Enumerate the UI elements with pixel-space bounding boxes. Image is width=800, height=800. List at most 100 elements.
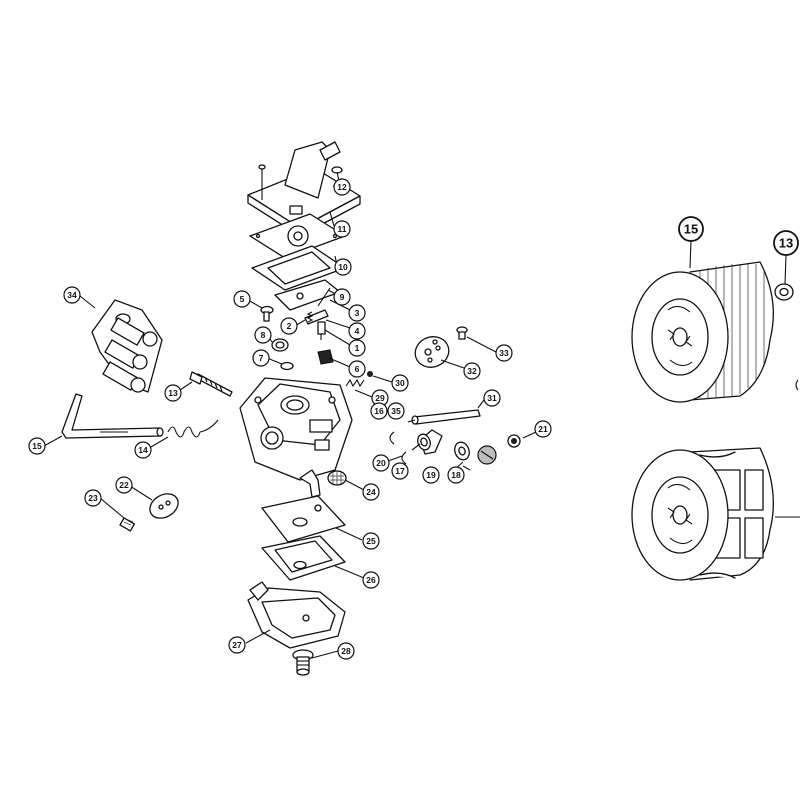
callout-2: 2 bbox=[280, 317, 298, 335]
svg-text:32: 32 bbox=[467, 366, 477, 376]
svg-text:5: 5 bbox=[240, 294, 245, 304]
callout-15-large: 15 bbox=[678, 216, 704, 242]
svg-text:24: 24 bbox=[366, 487, 376, 497]
svg-text:21: 21 bbox=[538, 424, 548, 434]
svg-text:22: 22 bbox=[119, 480, 129, 490]
part-20-clip bbox=[401, 451, 407, 465]
part-14-spring bbox=[167, 419, 219, 438]
callout-33: 33 bbox=[495, 344, 513, 362]
part-33-screw bbox=[456, 326, 468, 340]
callout-9: 9 bbox=[333, 288, 351, 306]
svg-text:31: 31 bbox=[487, 393, 497, 403]
part-32-plate bbox=[414, 336, 450, 368]
svg-text:15: 15 bbox=[684, 222, 698, 237]
callout-1: 1 bbox=[348, 339, 366, 357]
callout-34: 34 bbox=[63, 286, 81, 304]
svg-text:33: 33 bbox=[499, 348, 509, 358]
callout-4: 4 bbox=[348, 322, 366, 340]
part-23-screw bbox=[119, 517, 136, 532]
callout-25: 25 bbox=[362, 532, 380, 550]
svg-text:23: 23 bbox=[88, 493, 98, 503]
callout-5: 5 bbox=[233, 290, 251, 308]
svg-text:7: 7 bbox=[259, 353, 264, 363]
part-18-cap bbox=[477, 445, 497, 465]
callout-28: 28 bbox=[337, 642, 355, 660]
part-21-nut bbox=[507, 434, 521, 448]
callout-35: 35 bbox=[387, 402, 405, 420]
callout-22: 22 bbox=[115, 476, 133, 494]
part-25-gasket bbox=[261, 495, 346, 543]
svg-text:9: 9 bbox=[340, 292, 345, 302]
part-16-clip bbox=[389, 431, 395, 445]
svg-text:11: 11 bbox=[338, 224, 347, 234]
part-8-ring bbox=[271, 338, 289, 352]
callout-31: 31 bbox=[483, 389, 501, 407]
callout-3: 3 bbox=[348, 304, 366, 322]
svg-text:30: 30 bbox=[395, 378, 405, 388]
svg-text:26: 26 bbox=[366, 575, 376, 585]
svg-text:25: 25 bbox=[366, 536, 376, 546]
callout-6: 6 bbox=[348, 360, 366, 378]
callout-20: 20 bbox=[372, 454, 390, 472]
callout-16: 16 bbox=[370, 402, 388, 420]
part-1-needle bbox=[317, 321, 326, 340]
part-24-screen bbox=[327, 470, 347, 486]
callout-10: 10 bbox=[334, 258, 352, 276]
part-10-gasket bbox=[251, 245, 346, 291]
svg-text:8: 8 bbox=[261, 330, 266, 340]
svg-text:29: 29 bbox=[375, 393, 385, 403]
svg-text:6: 6 bbox=[355, 364, 360, 374]
callout-21: 21 bbox=[534, 420, 552, 438]
svg-text:35: 35 bbox=[391, 406, 401, 416]
callout-24: 24 bbox=[362, 483, 380, 501]
callout-7: 7 bbox=[252, 349, 270, 367]
part-29-spring bbox=[345, 378, 365, 388]
air-filter-top bbox=[631, 261, 774, 403]
callout-23: 23 bbox=[84, 489, 102, 507]
callout-13-large: 13 bbox=[773, 230, 799, 256]
svg-text:4: 4 bbox=[355, 326, 360, 336]
part-17-lever bbox=[417, 429, 443, 455]
svg-text:13: 13 bbox=[168, 388, 178, 398]
part-13-screw bbox=[189, 371, 233, 397]
part-19-washer bbox=[454, 441, 470, 461]
svg-text:28: 28 bbox=[341, 646, 351, 656]
leader-lines bbox=[43, 182, 787, 659]
part-22-plate bbox=[149, 493, 179, 519]
part-7-cap bbox=[280, 361, 294, 371]
svg-text:17: 17 bbox=[395, 466, 405, 476]
part-27-end-cover bbox=[247, 581, 346, 649]
part-6-block bbox=[317, 349, 334, 365]
svg-text:27: 27 bbox=[232, 640, 242, 650]
part-15-shaft bbox=[61, 393, 164, 439]
callout-11: 11 bbox=[333, 220, 351, 238]
part-28-screw bbox=[292, 649, 314, 676]
svg-text:1: 1 bbox=[355, 343, 360, 353]
callout-12: 12 bbox=[333, 178, 351, 196]
carburetor-body bbox=[239, 377, 353, 498]
svg-text:12: 12 bbox=[337, 182, 347, 192]
callout-27: 27 bbox=[228, 636, 246, 654]
part-31-shaft bbox=[411, 409, 481, 425]
air-filter-bottom bbox=[631, 447, 800, 581]
callout-26: 26 bbox=[362, 571, 380, 589]
svg-text:10: 10 bbox=[338, 262, 348, 272]
part-5-screw bbox=[260, 305, 274, 322]
callout-30: 30 bbox=[391, 374, 409, 392]
svg-text:2: 2 bbox=[287, 321, 292, 331]
callout-19: 19 bbox=[422, 466, 440, 484]
callout-13: 13 bbox=[164, 384, 182, 402]
callout-14: 14 bbox=[134, 441, 152, 459]
part-13-nut-right bbox=[774, 283, 799, 391]
callout-15: 15 bbox=[28, 437, 46, 455]
callout-18: 18 bbox=[447, 466, 465, 484]
callout-32: 32 bbox=[463, 362, 481, 380]
callout-17: 17 bbox=[391, 462, 409, 480]
part-2-spring bbox=[306, 311, 314, 323]
part-26-diaphragm bbox=[261, 535, 346, 581]
svg-text:34: 34 bbox=[67, 290, 77, 300]
svg-text:3: 3 bbox=[355, 308, 360, 318]
svg-text:19: 19 bbox=[426, 470, 436, 480]
callout-8: 8 bbox=[254, 326, 272, 344]
